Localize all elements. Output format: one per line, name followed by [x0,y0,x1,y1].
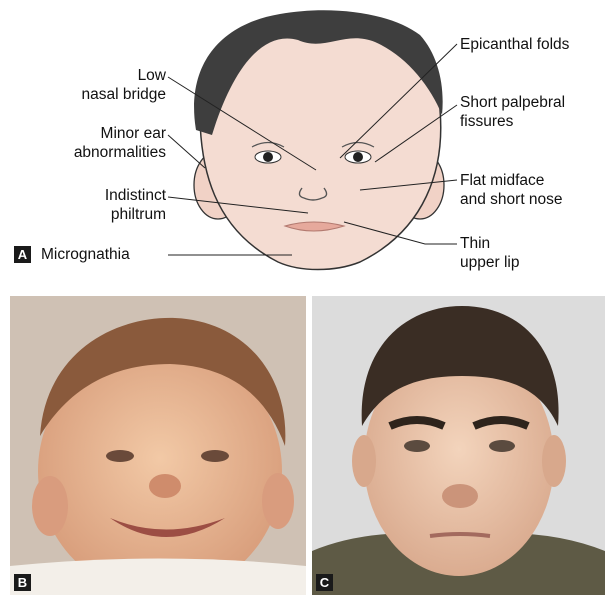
label-minor-ear-abnormalities: Minor ear abnormalities [46,124,166,162]
label-micrognathia: Micrognathia [41,245,130,264]
label-epicanthal-folds: Epicanthal folds [460,35,569,54]
label-low-nasal-bridge: Low nasal bridge [62,66,166,104]
panel-a-letter: A [14,246,31,263]
label-short-palpebral-fissures: Short palpebral fissures [460,93,565,131]
panel-c-letter: C [316,574,333,591]
label-flat-midface: Flat midface and short nose [460,171,563,209]
panel-a-illustration: Low nasal bridge Minor ear abnormalities… [0,0,605,290]
right-eye [353,152,363,162]
young-man-photo [312,296,605,595]
left-eye [263,152,273,162]
label-thin-upper-lip: Thin upper lip [460,234,519,272]
panel-c-photo: C [312,296,605,595]
label-indistinct-philtrum: Indistinct philtrum [62,186,166,224]
panel-b-photo: B [10,296,306,595]
infant-photo [10,296,306,595]
panel-b-letter: B [14,574,31,591]
